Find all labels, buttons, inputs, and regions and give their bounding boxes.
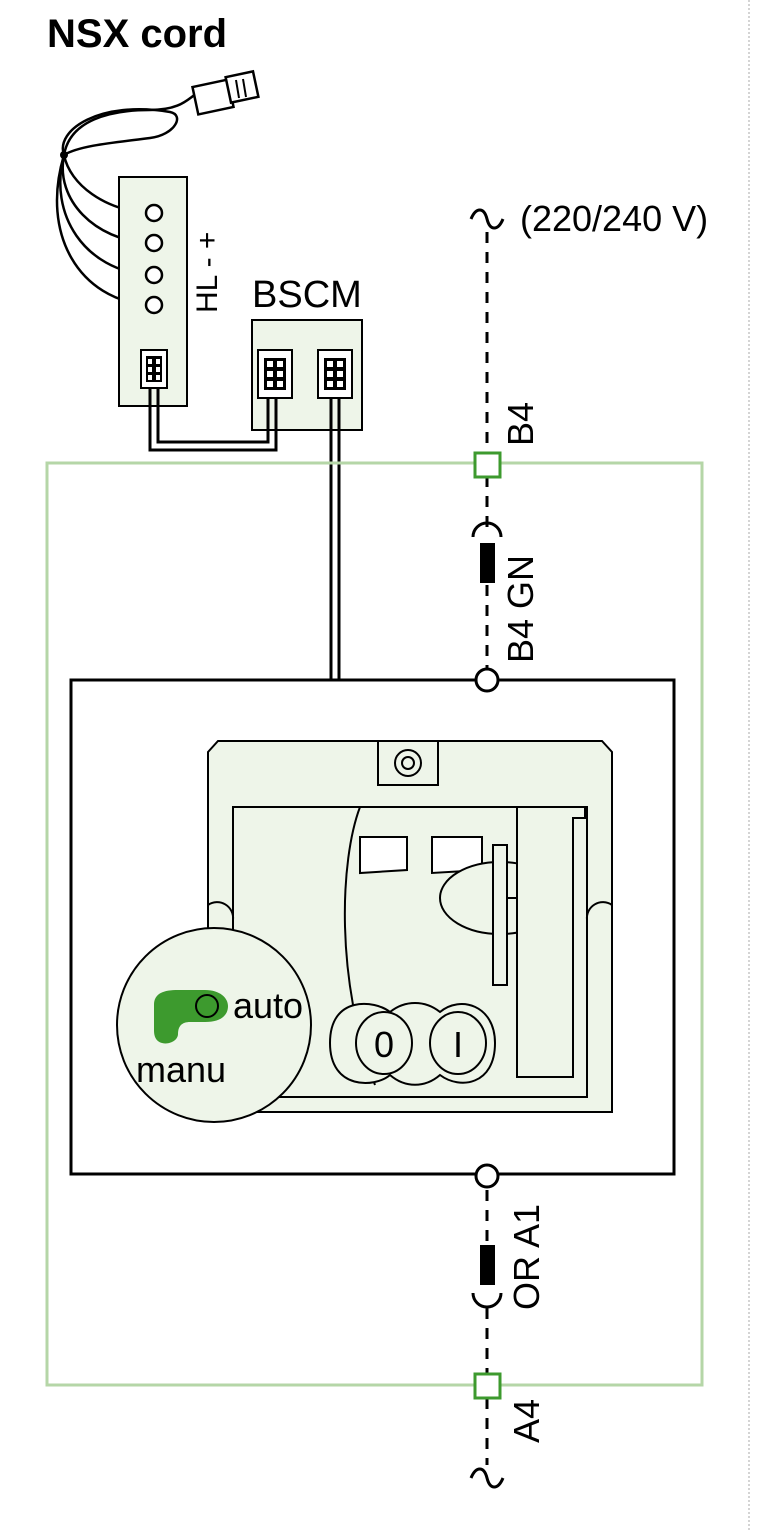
charging-handle [492,844,508,986]
cord-to-bscm-cable [148,388,278,452]
nsx-cord-module [118,176,188,407]
auto-manu-selector [116,927,312,1123]
bscm-label: BSCM [252,274,362,316]
off-button-label: 0 [374,1024,394,1065]
ac-source-symbol-top [469,208,505,230]
b4-label: B4 [500,402,541,446]
ac-source-symbol-bottom [469,1467,505,1489]
motor-mechanism-frame [45,461,704,1387]
hl-terminal-label: HL - + [191,232,224,313]
or-a1-plug-socket [471,1292,503,1309]
or-a1-connection-point [474,1163,500,1189]
manu-label: manu [136,1049,226,1090]
indicator-window-left [359,836,408,875]
b4-terminal [473,451,502,479]
terminal-1 [144,203,164,223]
b4-gn-label: B4 GN [500,555,541,663]
a4-label: A4 [506,1399,547,1443]
b4-gn-plug-socket [471,521,503,538]
diagram-title: NSX cord [47,12,228,56]
on-button-label: I [453,1024,463,1065]
terminal-2 [144,233,164,253]
b4-gn-connection-point [474,667,500,693]
off-button[interactable] [355,1011,413,1075]
bscm-module [251,319,363,431]
terminal-4 [144,295,164,315]
supply-voltage-label: (220/240 V) [520,198,708,239]
auto-label: auto [233,985,303,1026]
or-a1-label: OR A1 [506,1204,547,1310]
b4-gn-plug-pin [480,543,495,583]
terminal-3 [144,265,164,285]
a4-terminal [473,1372,502,1400]
nsx-cord-plug [191,69,260,116]
locking-device [377,740,439,786]
cable-junction-dot [60,151,68,159]
or-a1-plug-pin [480,1245,495,1285]
on-button[interactable] [429,1011,487,1075]
page-edge-divider [748,0,750,1530]
